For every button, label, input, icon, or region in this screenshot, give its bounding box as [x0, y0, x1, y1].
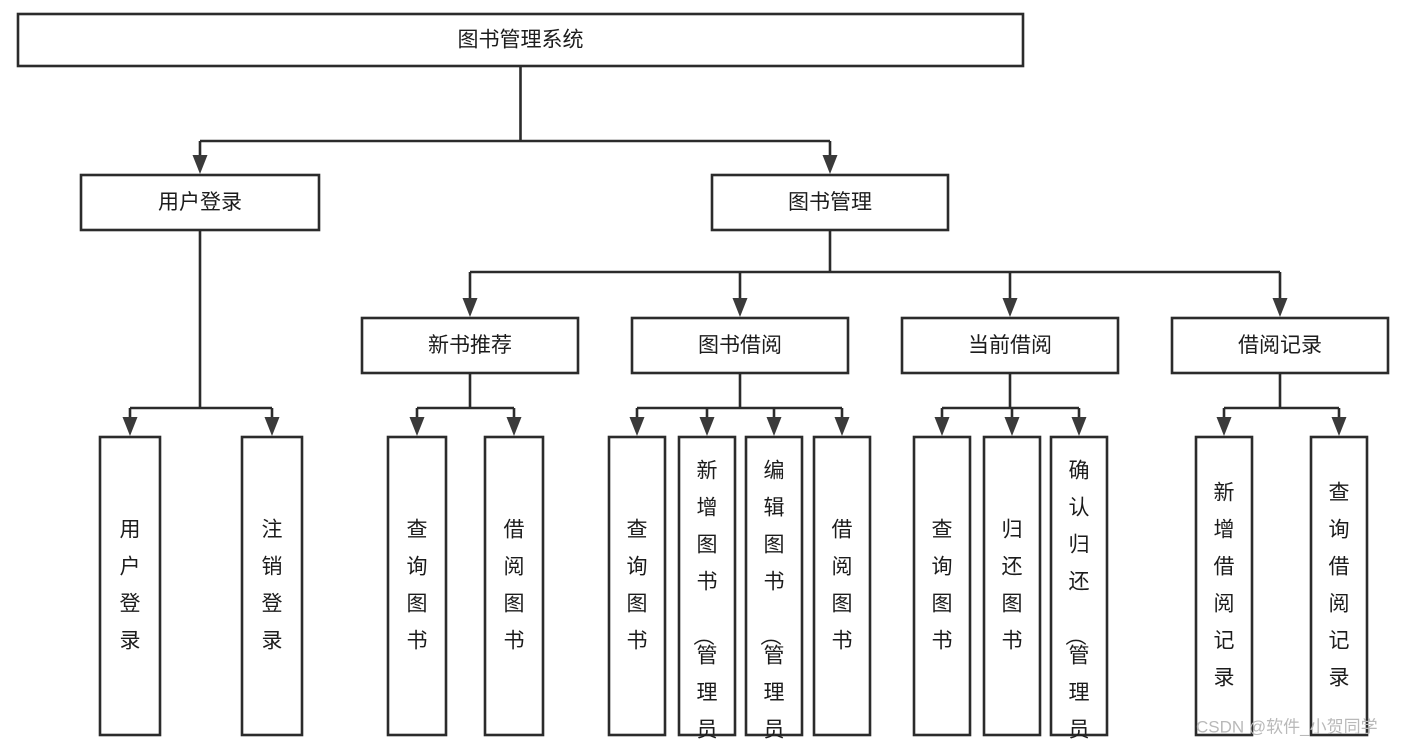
node-label-borrow-record: 借阅记录: [1238, 334, 1322, 357]
node-box-user-login[interactable]: [79, 173, 321, 232]
node-current-borrow[interactable]: 当前借阅: [900, 316, 1120, 375]
node-user-login[interactable]: 用户登录: [79, 173, 321, 232]
node-label-new-book-recommend: 新书推荐: [428, 334, 512, 357]
node-box-root[interactable]: [16, 12, 1025, 68]
arrow-head-icon: [1071, 417, 1087, 436]
edge-group-root: [192, 66, 838, 174]
node-box-book-borrow[interactable]: [630, 316, 850, 375]
arrow-head-icon: [732, 298, 748, 317]
node-leaf-query-book-borrow[interactable]: 查询图书: [607, 435, 667, 737]
edge-group-book-borrow: [629, 373, 850, 436]
arrow-head-icon: [934, 417, 950, 436]
node-borrow-record[interactable]: 借阅记录: [1170, 316, 1390, 375]
node-box-leaf-return-book[interactable]: [982, 435, 1042, 737]
node-leaf-confirm-return[interactable]: 确认归还（管理员）: [1049, 435, 1109, 747]
node-box-new-book-recommend[interactable]: [360, 316, 580, 375]
arrow-head-icon: [1002, 298, 1018, 317]
edge-group-borrow-record: [1216, 373, 1347, 436]
edge-group-book-management: [462, 230, 1288, 317]
node-leaf-logout[interactable]: 注销登录: [240, 435, 304, 737]
node-label-leaf-query-borrow-record: 查询借阅记录: [1329, 481, 1350, 689]
arrow-head-icon: [699, 417, 715, 436]
node-box-borrow-record[interactable]: [1170, 316, 1390, 375]
node-new-book-recommend[interactable]: 新书推荐: [360, 316, 580, 375]
arrow-head-icon: [122, 417, 138, 436]
node-box-leaf-query-book-current[interactable]: [912, 435, 972, 737]
node-root[interactable]: 图书管理系统: [16, 12, 1025, 68]
node-layer: 图书管理系统用户登录图书管理新书推荐图书借阅当前借阅借阅记录用户登录注销登录查询…: [16, 12, 1390, 747]
node-box-leaf-user-login[interactable]: [98, 435, 162, 737]
node-label-leaf-add-book: 新增图书（管理员）: [692, 459, 718, 747]
node-book-management[interactable]: 图书管理: [710, 173, 950, 232]
node-label-leaf-query-book-recommend: 查询图书: [407, 518, 428, 652]
node-book-borrow[interactable]: 图书借阅: [630, 316, 850, 375]
node-label-book-borrow: 图书借阅: [698, 334, 782, 357]
node-leaf-query-book-current[interactable]: 查询图书: [912, 435, 972, 737]
arrow-head-icon: [822, 155, 838, 174]
node-label-leaf-query-book-current: 查询图书: [932, 518, 953, 652]
arrow-head-icon: [766, 417, 782, 436]
node-box-leaf-query-borrow-record[interactable]: [1309, 435, 1369, 737]
edge-group-current-borrow: [934, 373, 1087, 436]
arrow-head-icon: [1272, 298, 1288, 317]
node-leaf-borrow-book[interactable]: 借阅图书: [812, 435, 872, 737]
node-leaf-add-book[interactable]: 新增图书（管理员）: [677, 435, 737, 747]
arrow-head-icon: [629, 417, 645, 436]
node-label-leaf-confirm-return: 确认归还（管理员）: [1064, 459, 1090, 747]
node-leaf-user-login[interactable]: 用户登录: [98, 435, 162, 737]
arrow-head-icon: [1331, 417, 1347, 436]
node-label-leaf-user-login: 用户登录: [120, 518, 141, 652]
node-label-leaf-borrow-book: 借阅图书: [832, 518, 853, 652]
arrow-head-icon: [409, 417, 425, 436]
edge-group-new-book-recommend: [409, 373, 522, 436]
node-label-leaf-return-book: 归还图书: [1002, 518, 1023, 652]
edge-group-user-login: [122, 230, 280, 436]
node-box-leaf-query-book-recommend[interactable]: [386, 435, 448, 737]
node-leaf-query-book-recommend[interactable]: 查询图书: [386, 435, 448, 737]
node-label-leaf-add-borrow-record: 新增借阅记录: [1214, 481, 1235, 689]
node-label-current-borrow: 当前借阅: [968, 334, 1052, 357]
node-label-user-login: 用户登录: [158, 191, 242, 214]
node-box-leaf-logout[interactable]: [240, 435, 304, 737]
node-label-leaf-edit-book: 编辑图书（管理员）: [759, 459, 785, 747]
node-box-leaf-add-book[interactable]: [677, 435, 737, 737]
node-leaf-return-book[interactable]: 归还图书: [982, 435, 1042, 737]
arrow-head-icon: [506, 417, 522, 436]
node-label-leaf-borrow-book-recommend: 借阅图书: [504, 518, 525, 652]
edge-layer: [122, 66, 1347, 436]
csdn-watermark: CSDN @软件_小贺同学: [1196, 717, 1378, 736]
arrow-head-icon: [1004, 417, 1020, 436]
node-box-leaf-confirm-return[interactable]: [1049, 435, 1109, 737]
node-box-leaf-borrow-book-recommend[interactable]: [483, 435, 545, 737]
node-box-current-borrow[interactable]: [900, 316, 1120, 375]
arrow-head-icon: [834, 417, 850, 436]
node-label-root: 图书管理系统: [458, 29, 584, 52]
node-leaf-query-borrow-record[interactable]: 查询借阅记录: [1309, 435, 1369, 737]
node-leaf-borrow-book-recommend[interactable]: 借阅图书: [483, 435, 545, 737]
node-box-book-management[interactable]: [710, 173, 950, 232]
arrow-head-icon: [1216, 417, 1232, 436]
node-box-leaf-add-borrow-record[interactable]: [1194, 435, 1254, 737]
node-label-leaf-query-book-borrow: 查询图书: [627, 518, 648, 652]
arrow-head-icon: [264, 417, 280, 436]
node-label-book-management: 图书管理: [788, 191, 872, 214]
node-box-leaf-borrow-book[interactable]: [812, 435, 872, 737]
node-leaf-edit-book[interactable]: 编辑图书（管理员）: [744, 435, 804, 747]
node-box-leaf-edit-book[interactable]: [744, 435, 804, 737]
node-leaf-add-borrow-record[interactable]: 新增借阅记录: [1194, 435, 1254, 737]
node-label-leaf-logout: 注销登录: [262, 518, 283, 652]
arrow-head-icon: [192, 155, 208, 174]
node-box-leaf-query-book-borrow[interactable]: [607, 435, 667, 737]
arrow-head-icon: [462, 298, 478, 317]
